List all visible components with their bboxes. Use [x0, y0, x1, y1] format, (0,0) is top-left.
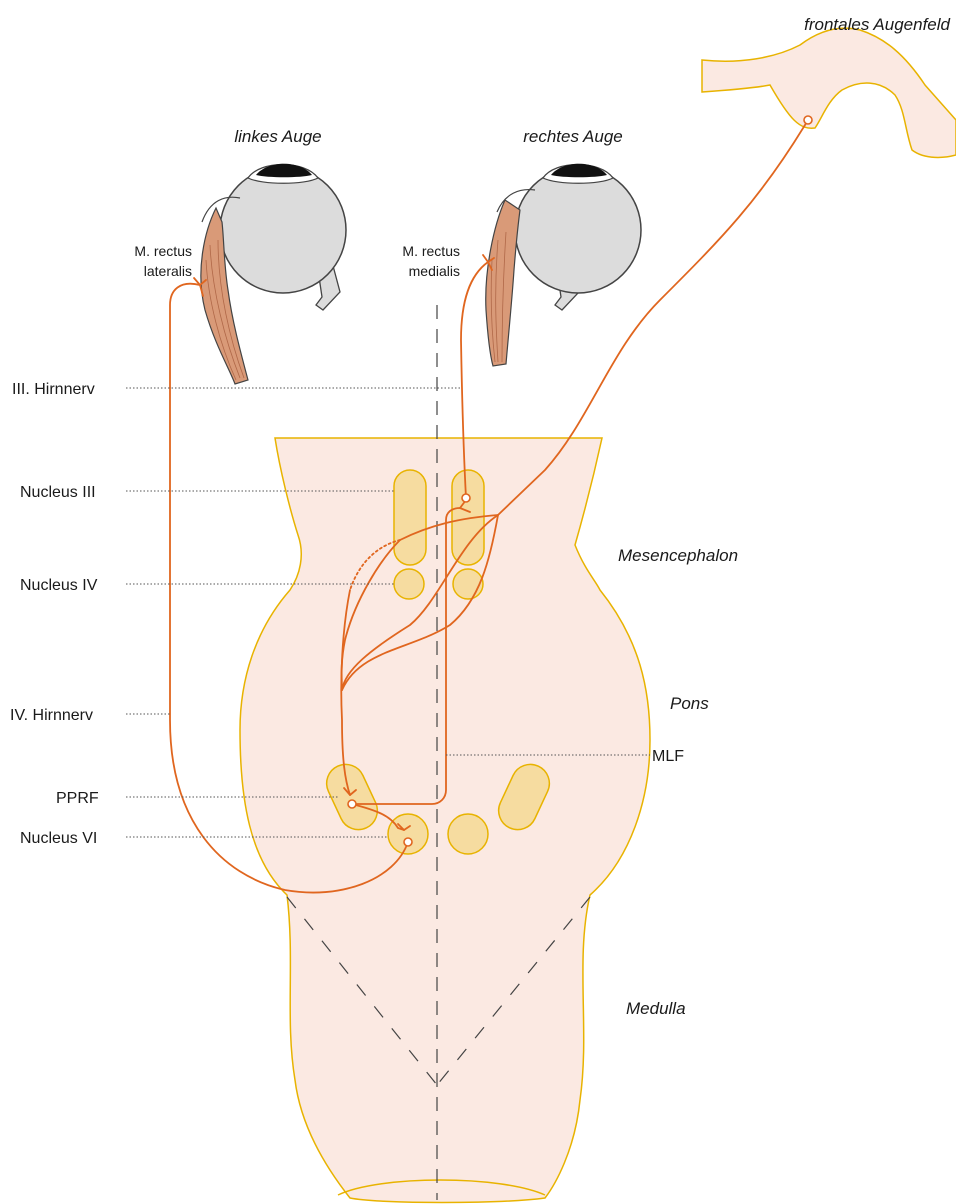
nucleus-vi-left [388, 814, 428, 854]
label-nucleus6: Nucleus VI [20, 830, 97, 847]
right-eye [486, 164, 641, 366]
label-mesencephalon: Mesencephalon [618, 546, 738, 565]
label-cn4: IV. Hirnnerv [10, 707, 93, 724]
left-eyeball [220, 167, 346, 293]
label-pprf: PPRF [56, 790, 99, 807]
label-rectus-medialis-1: M. rectus [402, 243, 460, 259]
label-rectus-lateralis-1: M. rectus [134, 243, 192, 259]
label-mlf: MLF [652, 748, 684, 765]
label-nucleus3: Nucleus III [20, 484, 96, 501]
left-eye [201, 164, 346, 384]
label-rectus-lateralis-2: lateralis [144, 263, 192, 279]
left-pupil [256, 164, 312, 178]
label-left-eye: linkes Auge [234, 127, 321, 146]
label-pons: Pons [670, 694, 709, 713]
frontal-neuron [804, 116, 812, 124]
label-right-eye: rechtes Auge [523, 127, 623, 146]
label-rectus-medialis-2: medialis [409, 263, 460, 279]
label-medulla: Medulla [626, 999, 686, 1018]
right-pupil [551, 164, 607, 178]
right-eyeball [515, 167, 641, 293]
label-frontal-eye-field: frontales Augenfeld [804, 15, 950, 34]
brainstem-outline [240, 438, 650, 1203]
nucleus-iv-right [453, 569, 483, 599]
pprf-neuron [348, 800, 356, 808]
nucleus-iii-left [394, 470, 426, 565]
frontal-cortex [702, 28, 956, 157]
nucleus-iii-neuron [462, 494, 470, 502]
label-cn3: III. Hirnnerv [12, 381, 95, 398]
nucleus-iv-left [394, 569, 424, 599]
nucleus-vi-neuron [404, 838, 412, 846]
nucleus-vi-right [448, 814, 488, 854]
label-nucleus4: Nucleus IV [20, 577, 98, 594]
